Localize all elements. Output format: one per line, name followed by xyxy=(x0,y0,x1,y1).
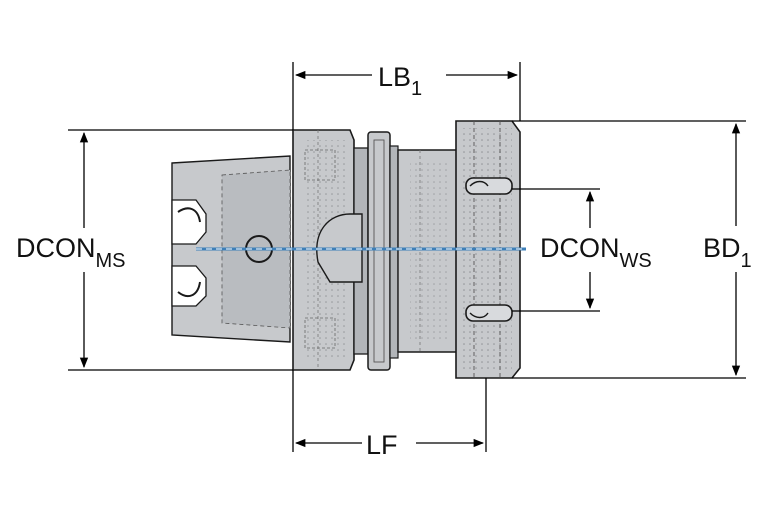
dimension-lines xyxy=(68,62,746,452)
clamp-screw-bottom-icon xyxy=(465,304,513,322)
label-dcon-ws: DCONWS xyxy=(540,233,652,272)
label-lf: LF xyxy=(366,430,398,460)
groove-rings xyxy=(316,131,399,371)
machine-side-shank xyxy=(171,155,291,343)
label-lb1: LB1 xyxy=(378,62,422,100)
dimension-labels: LB1 LF DCONMS DCONWS BD1 xyxy=(16,62,752,460)
label-dcon-ms: DCONMS xyxy=(16,233,126,272)
clamp-screw-top-icon xyxy=(465,177,513,195)
tool-holder xyxy=(171,120,526,379)
middle-body xyxy=(397,149,459,353)
label-bd1: BD1 xyxy=(703,233,752,272)
